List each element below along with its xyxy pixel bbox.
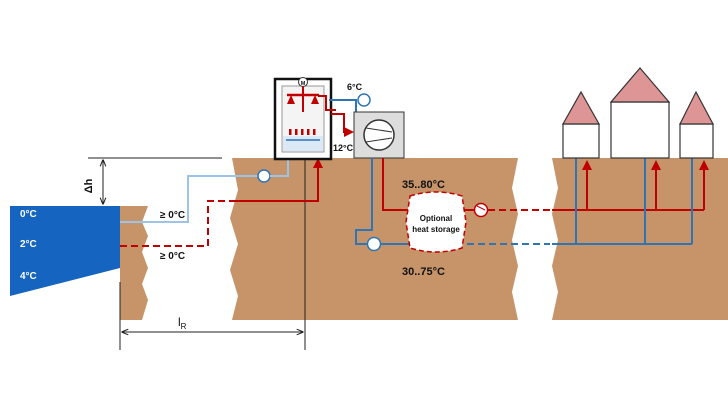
height-diff-label: Δh [83, 178, 95, 193]
storage-label-line2: heat storage [412, 225, 460, 234]
ground-middle [230, 158, 372, 320]
hp-cold-line [329, 99, 357, 113]
ground-far-right [552, 158, 728, 320]
supply-temp: 35..80°C [402, 179, 445, 191]
compressor-icon [363, 119, 395, 151]
spray-left [287, 95, 295, 104]
supply-pump-triangle [476, 205, 486, 211]
supply-pump [473, 202, 489, 218]
storage-label-line1: Optional [420, 214, 452, 223]
house-small-left [562, 123, 600, 159]
compressor-line-top [365, 127, 393, 133]
compressor-line-bottom [365, 137, 393, 143]
fin-2 [295, 129, 298, 135]
hp-in-temp: 12°C [333, 143, 354, 153]
spray-right [311, 95, 319, 104]
fin-5 [313, 129, 316, 135]
pipe-length-label: lR [178, 315, 187, 331]
return-temp: 30..75°C [402, 266, 445, 278]
outlet-pipe-to-lake [236, 158, 323, 202]
fin-4 [307, 129, 310, 135]
return-pump [366, 236, 382, 252]
lake-temp-mid: 2°C [20, 239, 37, 250]
lake-temp-top: 0°C [20, 209, 37, 220]
intake-pump [257, 169, 271, 183]
fin-1 [289, 129, 292, 135]
lake-temp-bottom: 4°C [20, 271, 37, 282]
roof-small-right [679, 90, 714, 125]
hp-out-temp: 6°C [347, 82, 363, 92]
motor-symbol: M [301, 81, 306, 87]
intake-lower-temp: ≥ 0°C [160, 251, 185, 262]
hp-hot-return [331, 113, 354, 137]
intake-pipe-upper [120, 175, 262, 223]
intake-pipe-lower [120, 200, 236, 247]
house-small-right [679, 123, 714, 159]
heat-exchanger-water-zone [283, 136, 323, 151]
ground-left [120, 206, 148, 320]
return-line-to-hp [355, 158, 373, 245]
internal-hot-line [318, 95, 336, 111]
roof-small-left [561, 90, 601, 125]
intake-upper-temp: ≥ 0°C [160, 210, 185, 221]
supply-line-from-hp [382, 158, 416, 211]
roof-large-middle [609, 67, 671, 103]
fin-3 [301, 129, 304, 135]
house-large-middle [610, 101, 670, 159]
hp-circulation-pump [357, 93, 371, 107]
lake-water [10, 206, 120, 296]
heat-storage-tank [405, 191, 467, 253]
